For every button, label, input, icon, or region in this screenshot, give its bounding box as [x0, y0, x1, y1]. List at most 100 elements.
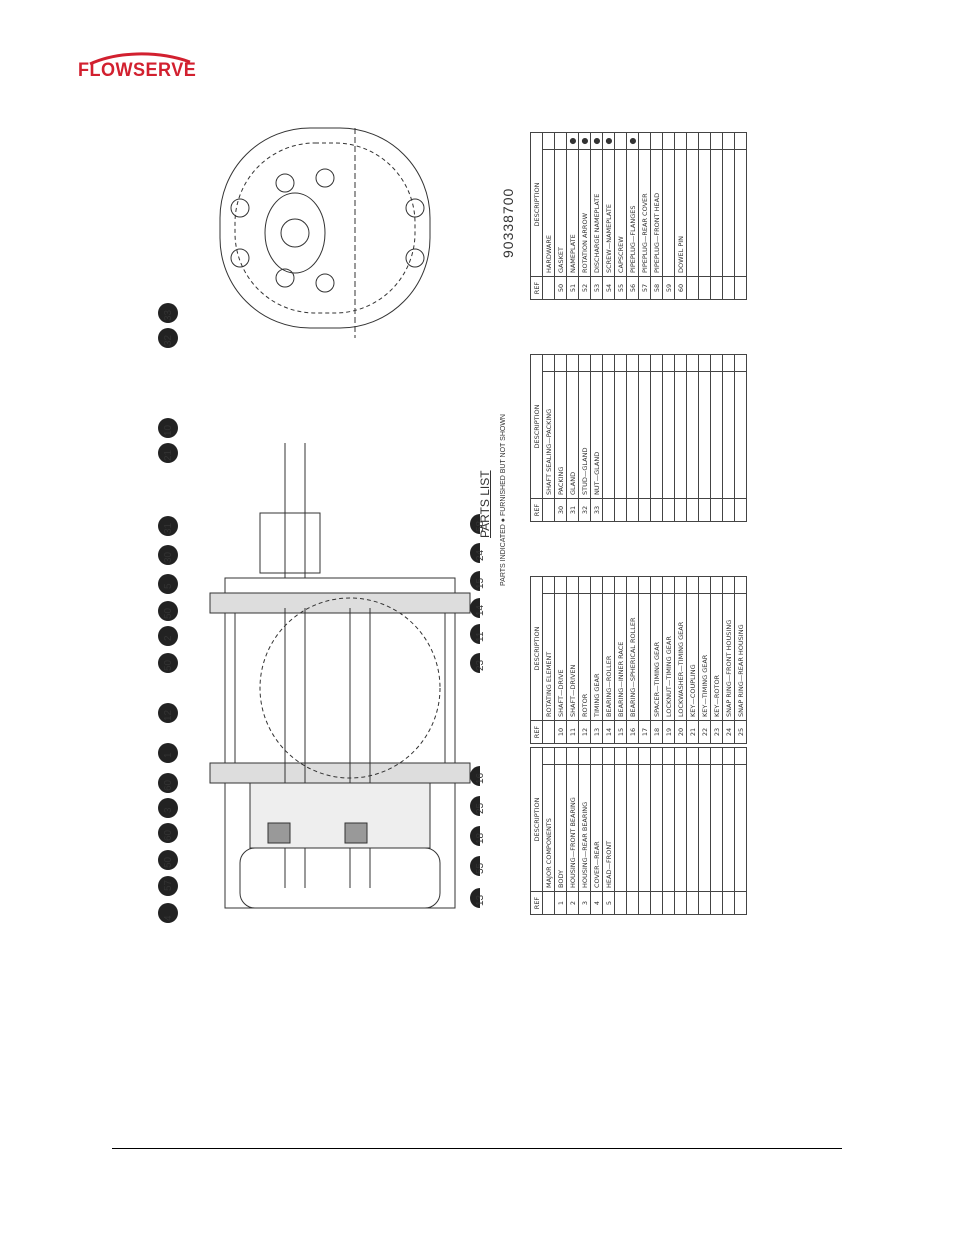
ref-cell: 22	[698, 720, 711, 744]
furnished-marker-cell	[734, 354, 747, 372]
description-cell: NUT—GLAND	[590, 371, 603, 499]
ref-cell: 52	[578, 276, 591, 300]
description-cell: BEARING—SPHERICAL ROLLER	[626, 593, 639, 721]
logo-swoosh-icon	[89, 52, 191, 66]
description-cell: KEY—COUPLING	[686, 593, 699, 721]
furnished-marker-cell	[710, 747, 723, 765]
description-cell: LOCKNUT—TIMING GEAR	[662, 593, 675, 721]
furnished-marker-cell	[650, 354, 663, 372]
ref-cell	[662, 891, 675, 915]
furnished-marker-cell	[554, 576, 567, 594]
furnished-marker-cell	[698, 576, 711, 594]
ref-cell	[626, 498, 639, 522]
description-cell	[602, 371, 615, 499]
table-row	[698, 747, 711, 915]
flowserve-logo: FLOWSERVE	[78, 52, 198, 86]
callout: 1	[163, 752, 174, 758]
ref-cell: 12	[578, 720, 591, 744]
description-cell: BODY	[554, 764, 567, 892]
furnished-marker-cell	[638, 747, 651, 765]
furnished-marker-cell	[734, 576, 747, 594]
description-cell	[650, 764, 663, 892]
description-cell: ROTATION ARROW	[578, 149, 591, 277]
table-header-cell: REF	[530, 891, 543, 915]
callout: 3	[163, 807, 174, 813]
furnished-marker-cell	[686, 576, 699, 594]
furnished-marker-cell	[602, 354, 615, 372]
description-cell	[686, 371, 699, 499]
table-row	[698, 354, 711, 522]
furnished-marker-cell	[554, 132, 567, 150]
table-row	[686, 747, 699, 915]
furnished-marker-cell	[674, 132, 687, 150]
ref-cell: 51	[566, 276, 579, 300]
ref-cell: 13	[590, 720, 603, 744]
table-row: HARDWARE	[542, 132, 555, 300]
furnished-marker-cell	[734, 132, 747, 150]
description-cell: SHAFT SEALING—PACKING	[542, 371, 555, 499]
table-row: ROTATING ELEMENT	[542, 576, 555, 744]
furnished-marker-cell	[686, 747, 699, 765]
furnished-marker-cell: ●	[578, 132, 591, 150]
furnished-marker-cell	[674, 354, 687, 372]
pump-cross-section-diagram	[158, 127, 480, 923]
description-cell: SNAP RING—REAR HOUSING	[734, 593, 747, 721]
furnished-marker-cell	[698, 132, 711, 150]
furnished-marker-cell	[626, 354, 639, 372]
furnished-marker-cell	[626, 576, 639, 594]
table-row	[710, 747, 723, 915]
ref-cell: 21	[686, 720, 699, 744]
furnished-marker-cell	[566, 576, 579, 594]
description-cell: STUD—GLAND	[578, 371, 591, 499]
furnished-marker-cell	[674, 576, 687, 594]
ref-cell: 31	[566, 498, 579, 522]
description-cell	[674, 371, 687, 499]
table-header-cell: DESCRIPTION	[530, 354, 543, 499]
ref-cell	[542, 891, 555, 915]
description-cell: LOCKWASHER—TIMING GEAR	[674, 593, 687, 721]
ref-cell: 18	[650, 720, 663, 744]
furnished-marker-cell	[710, 354, 723, 372]
description-cell	[710, 764, 723, 892]
table-header-cell: REF	[530, 720, 543, 744]
description-cell	[662, 764, 675, 892]
description-cell: KEY—TIMING GEAR	[698, 593, 711, 721]
furnished-marker-cell	[542, 747, 555, 765]
ref-cell: 54	[602, 276, 615, 300]
furnished-marker-cell	[734, 747, 747, 765]
table-row	[662, 354, 675, 522]
table-row	[614, 354, 627, 522]
ref-cell: 25	[734, 720, 747, 744]
description-cell	[734, 764, 747, 892]
description-cell: PIPEPLUG—FRONT HEAD	[650, 149, 663, 277]
ref-cell: 30	[554, 498, 567, 522]
furnished-marker-cell	[722, 576, 735, 594]
furnished-marker-cell	[698, 354, 711, 372]
table-row	[650, 354, 663, 522]
ref-cell: 2	[566, 891, 579, 915]
pump-assembly-drawing: 32 33 10 21 31 30 5 50 2 50 12 1 60 3 60…	[150, 108, 747, 938]
ref-cell: 20	[674, 720, 687, 744]
ref-cell	[614, 891, 627, 915]
table-row	[686, 132, 699, 300]
furnished-marker-cell	[542, 354, 555, 372]
description-cell	[662, 149, 675, 277]
description-cell: COVER—REAR	[590, 764, 603, 892]
ref-cell: 1	[554, 891, 567, 915]
furnished-marker-cell	[590, 576, 603, 594]
table-header-cell: REF	[530, 498, 543, 522]
callout: 10	[163, 424, 174, 436]
furnished-marker-cell: ●	[602, 132, 615, 150]
description-cell	[638, 371, 651, 499]
